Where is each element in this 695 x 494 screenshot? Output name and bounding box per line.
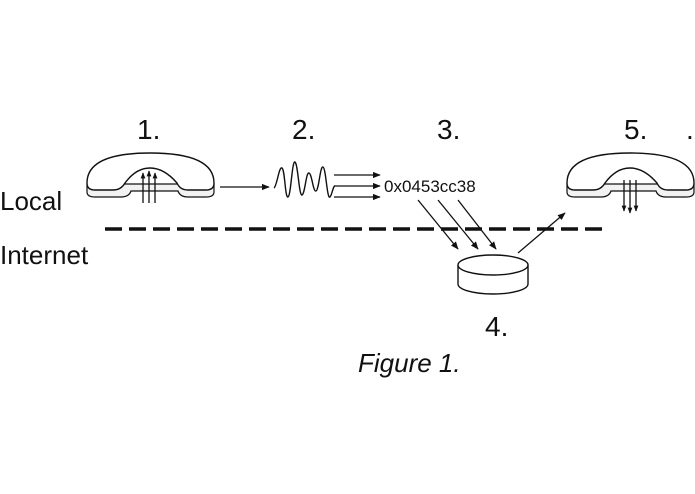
local-region-label: Local — [0, 186, 62, 216]
figure-caption: Figure 1. — [358, 348, 461, 378]
trailing-dot: . — [686, 114, 694, 145]
receiver-phone-icon — [566, 152, 695, 214]
sender-phone-icon — [86, 152, 215, 203]
step-2-label: 2. — [292, 114, 315, 145]
arrow-db-to-phone — [517, 212, 566, 254]
internet-region-label: Internet — [0, 240, 89, 270]
database-icon — [457, 254, 529, 295]
step-1-label: 1. — [137, 114, 160, 145]
hash-value: 0x0453cc38 — [384, 177, 476, 196]
step-5-label: 5. — [624, 114, 647, 145]
hash-to-db-arrows — [417, 199, 497, 250]
wave-to-hash-arrows — [334, 171, 381, 201]
waveform-icon — [273, 161, 336, 198]
step-4-label: 4. — [485, 311, 508, 342]
step-3-label: 3. — [437, 114, 460, 145]
